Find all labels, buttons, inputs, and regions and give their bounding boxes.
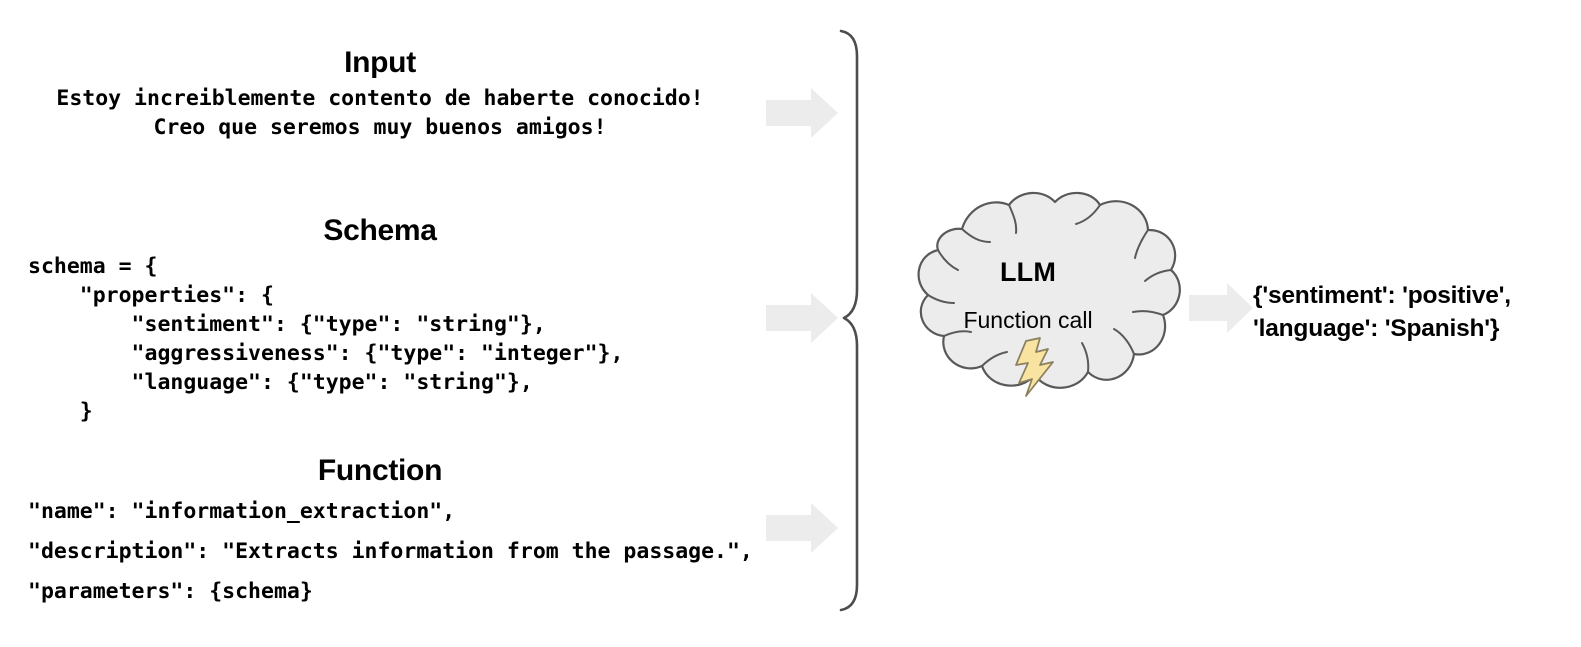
input-section-title: Input (344, 46, 416, 79)
schema-line-6: } (28, 399, 93, 424)
schema-line-1: schema = { (28, 254, 158, 279)
output-result: {'sentiment': 'positive', 'language': 'S… (1253, 279, 1573, 345)
input-section: Input Estoy increiblemente contento de h… (0, 46, 760, 142)
schema-line-2: "properties": { (28, 283, 274, 308)
schema-line-4: "aggressiveness": {"type": "integer"}, (28, 341, 624, 366)
arrow-right-icon-input (766, 88, 838, 138)
input-line-1: Estoy increiblemente contento de haberte… (56, 86, 704, 111)
input-line-2: Creo que seremos muy buenos amigos! (153, 115, 607, 140)
curly-brace-right (839, 29, 859, 612)
arrow-right-icon-schema (766, 293, 838, 343)
arrow-right-icon-function (766, 503, 838, 553)
llm-title: LLM (999, 257, 1057, 287)
output-line-1: {'sentiment': 'positive', (1253, 282, 1511, 309)
llm-subtitle: Function call (963, 307, 1093, 333)
function-section: Function "name": "information_extraction… (0, 454, 760, 612)
arrow-right-icon-output (1189, 283, 1253, 333)
schema-line-3: "sentiment": {"type": "string"}, (28, 312, 546, 337)
function-line-2: "description": "Extracts information fro… (28, 539, 753, 564)
cloud-shape (917, 191, 1181, 389)
function-section-title: Function (317, 454, 443, 487)
function-line-1: "name": "information_extraction", (28, 499, 456, 524)
function-line-3: "parameters": {schema} (28, 579, 313, 604)
output-line-2: 'language': 'Spanish'} (1253, 315, 1500, 342)
schema-section: Schema schema = { "properties": { "senti… (0, 214, 760, 426)
schema-section-title: Schema (323, 214, 437, 247)
lightning-bolt-icon (1015, 337, 1054, 397)
llm-cloud: LLM Function call (868, 195, 1188, 440)
schema-line-5: "language": {"type": "string"}, (28, 370, 533, 395)
